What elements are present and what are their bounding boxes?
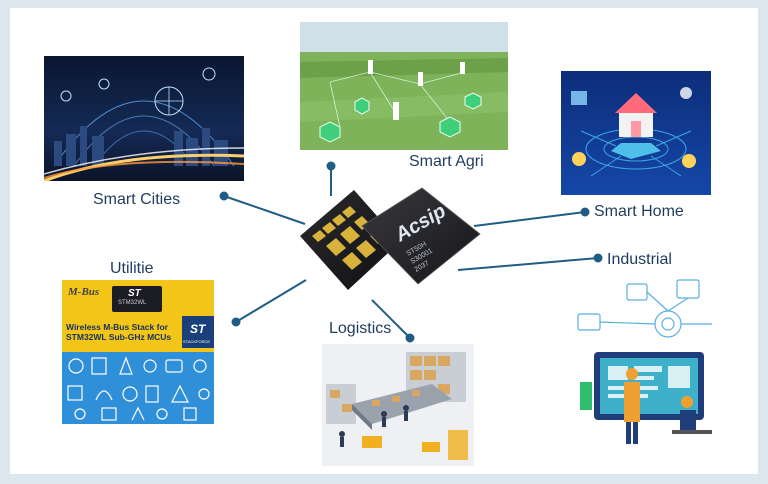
label-logistics: Logistics (329, 320, 392, 337)
label-industrial: Industrial (607, 251, 672, 268)
connector-smart-cities (223, 195, 306, 225)
smart-home-image (561, 71, 711, 195)
mbus-logo: M-Bus (68, 286, 100, 298)
utility-icons-pattern (62, 352, 214, 424)
module-label: STM32WL (118, 300, 147, 306)
utilitie-image: M-Bus ST STM32WL Wireless M-Bus Stack fo… (62, 280, 214, 424)
st-logo: ST (190, 322, 206, 336)
label-smart-agri: Smart Agri (409, 153, 484, 170)
label-utilitie: Utilitie (110, 260, 154, 277)
label-smart-home: Smart Home (594, 203, 684, 220)
acsip-chip-module: Acsip ST50H S30001 2037 (290, 180, 486, 304)
connector-utilitie (235, 279, 307, 323)
headline-line-1: Wireless M-Bus Stack for (66, 322, 168, 332)
smart-cities-image (44, 56, 244, 181)
partner-label: STACKFORCE (183, 339, 211, 344)
module-chip: ST STM32WL (112, 286, 162, 312)
utilitie-headline: Wireless M-Bus Stack for STM32WL Sub-GHz… (66, 322, 184, 342)
module-st-mark: ST (128, 288, 141, 299)
connector-smart-home (473, 211, 586, 227)
logistics-image (322, 344, 474, 466)
smart-agri-image (300, 22, 508, 150)
connector-industrial (457, 257, 599, 271)
headline-line-2: STM32WL Sub-GHz MCUs (66, 332, 172, 342)
label-smart-cities: Smart Cities (93, 191, 181, 208)
connector-logistics (371, 299, 411, 339)
st-logo-block: ST STACKFORCE (182, 316, 214, 348)
industrial-image (572, 272, 722, 454)
